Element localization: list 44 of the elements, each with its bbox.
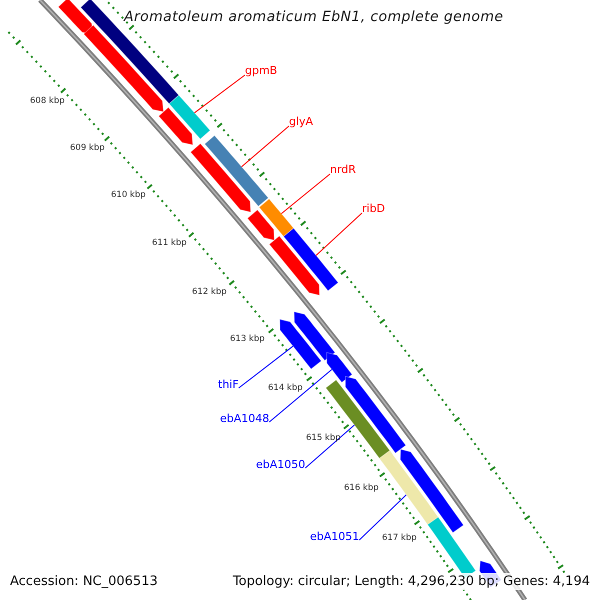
gene-label: ribD: [362, 202, 386, 215]
leader-line: [238, 346, 294, 388]
gene-label: glyA: [289, 115, 314, 128]
gene-feature: [168, 94, 211, 140]
gene-feature: [268, 235, 320, 296]
gene-feature: [83, 24, 164, 112]
gene-feature: [204, 134, 269, 207]
gene-feature: [326, 352, 353, 383]
position-label: 610 kbp: [111, 190, 146, 200]
leader-line: [304, 424, 355, 468]
position-label: 612 kbp: [192, 287, 227, 297]
gene-feature: [279, 318, 322, 370]
leader-line: [358, 494, 407, 540]
gene-feature: [345, 376, 406, 454]
leader-line: [194, 74, 246, 114]
gene-feature: [283, 228, 339, 292]
position-label: 609 kbp: [70, 143, 105, 153]
gene-label: nrdR: [330, 163, 356, 176]
leader-line: [316, 212, 362, 256]
gene-feature: [258, 198, 294, 238]
gene-label: thiF: [218, 378, 239, 391]
gene-feature: [246, 209, 275, 241]
position-label: 613 kbp: [230, 334, 265, 344]
gene-feature: [190, 143, 252, 213]
gene-feature: [294, 311, 336, 362]
position-label: 614 kbp: [268, 383, 303, 393]
position-label: 617 kbp: [382, 533, 417, 543]
accession-text: Accession: NC_006513: [8, 573, 160, 590]
position-label: 608 kbp: [30, 96, 65, 106]
gene-feature: [158, 106, 194, 146]
position-label: 616 kbp: [344, 483, 379, 493]
leader-line: [241, 126, 290, 168]
gene-label: ebA1048: [220, 412, 270, 425]
gene-label: ebA1050: [256, 458, 306, 471]
gene-label: gpmB: [245, 64, 278, 77]
gene-label: ebA1051: [310, 530, 360, 543]
genome-info-text: Topology: circular; Length: 4,296,230 bp; Genes: 4,194: [230, 573, 592, 590]
leader-line: [268, 369, 332, 422]
position-label: 611 kbp: [152, 238, 187, 248]
gene-feature: [400, 448, 464, 534]
leader-line: [280, 174, 330, 214]
gene-feature: [58, 0, 94, 35]
title: Aromatoleum aromaticum EbN1, complete genome: [124, 9, 504, 25]
position-label: 615 kbp: [306, 433, 341, 443]
